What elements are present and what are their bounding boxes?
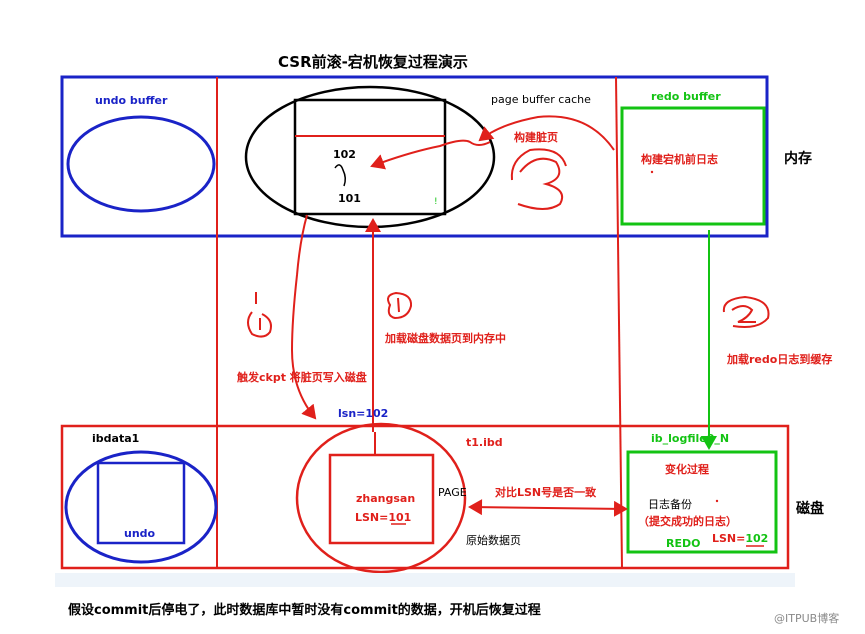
undo-segment-label: undo	[124, 527, 156, 540]
redo-buffer-label: redo buffer	[651, 90, 721, 103]
ib-logfile-label: ib_logfile0_N	[651, 432, 729, 445]
log-backup-label: 日志备份	[648, 497, 692, 511]
step3-text: 构建脏页	[514, 130, 558, 144]
page-lsn-old: 101	[338, 192, 361, 205]
memory-label: 内存	[784, 150, 812, 167]
disk-region-box	[60, 424, 790, 570]
step3-number-icon	[510, 148, 567, 210]
redo-buffer-log-text: 构建宕机前日志	[641, 152, 718, 166]
redo-lsn-prefix: LSN=	[712, 532, 745, 545]
memory-region-box	[60, 75, 769, 238]
step3-brace-arrow	[370, 139, 491, 170]
step3-arrow	[478, 115, 615, 151]
data-page-box	[328, 453, 435, 545]
page-label: PAGE	[438, 486, 467, 499]
step4-text: 触发ckpt 将脏页写入磁盘	[236, 370, 367, 384]
lsn-102-label: lsn=102	[338, 407, 388, 420]
compare-lsn-text: 对比LSN号是否一致	[495, 485, 597, 499]
change-process-label: 变化过程	[665, 462, 709, 476]
compare-lsn-arrow	[468, 499, 628, 517]
step4-number-icon	[247, 292, 272, 338]
dirty-page-box	[293, 98, 447, 216]
ibdata1-ellipse	[64, 450, 218, 564]
page-buffer-cache-ellipse	[244, 85, 496, 229]
undo-segment-box	[96, 461, 186, 545]
redo-log-dot	[650, 170, 654, 174]
dirty-page-mark: !	[434, 197, 438, 207]
data-page-row-lsn: LSN=101	[355, 511, 411, 524]
t1-ibd-ellipse	[295, 422, 467, 574]
undo-buffer-ellipse	[66, 115, 216, 213]
data-page-lsn-value: 101	[388, 511, 411, 524]
step1-number-icon	[387, 291, 413, 320]
disk-label: 磁盘	[796, 500, 824, 517]
step2-number-icon	[722, 295, 770, 328]
right-divider	[615, 76, 623, 569]
original-data-page-label: 原始数据页	[466, 533, 521, 547]
redo-label: REDO	[666, 537, 700, 550]
ib-logfile-box	[626, 450, 778, 554]
step2-text: 加载redo日志到缓存	[726, 352, 832, 366]
redo-lsn: LSN=102	[712, 532, 768, 545]
ibdata1-label: ibdata1	[92, 432, 139, 445]
log-backup-dot	[715, 499, 719, 503]
data-page-lsn-prefix: LSN=	[355, 511, 388, 524]
watermark: @ITPUB博客	[774, 611, 839, 625]
undo-buffer-label: undo buffer	[95, 94, 168, 107]
page-lsn-new: 102	[333, 148, 356, 161]
t1-ibd-label: t1.ibd	[466, 436, 503, 449]
step4-arrow	[290, 214, 317, 420]
page-buffer-cache-label: page buffer cache	[491, 93, 591, 106]
footer-band	[55, 573, 795, 587]
redo-lsn-value: 102	[745, 532, 768, 545]
redo-buffer-box	[620, 106, 766, 226]
committed-log-label: （提交成功的日志）	[638, 514, 737, 528]
data-page-row-name: zhangsan	[356, 492, 415, 505]
step1-text: 加载磁盘数据页到内存中	[384, 331, 506, 345]
lsn-change-squiggle	[334, 164, 347, 187]
diagram-title: CSR前滚-宕机恢复过程演示	[278, 53, 468, 71]
footer-note: 假设commit后停电了，此时数据库中暂时没有commit的数据，开机后恢复过程	[68, 602, 541, 618]
